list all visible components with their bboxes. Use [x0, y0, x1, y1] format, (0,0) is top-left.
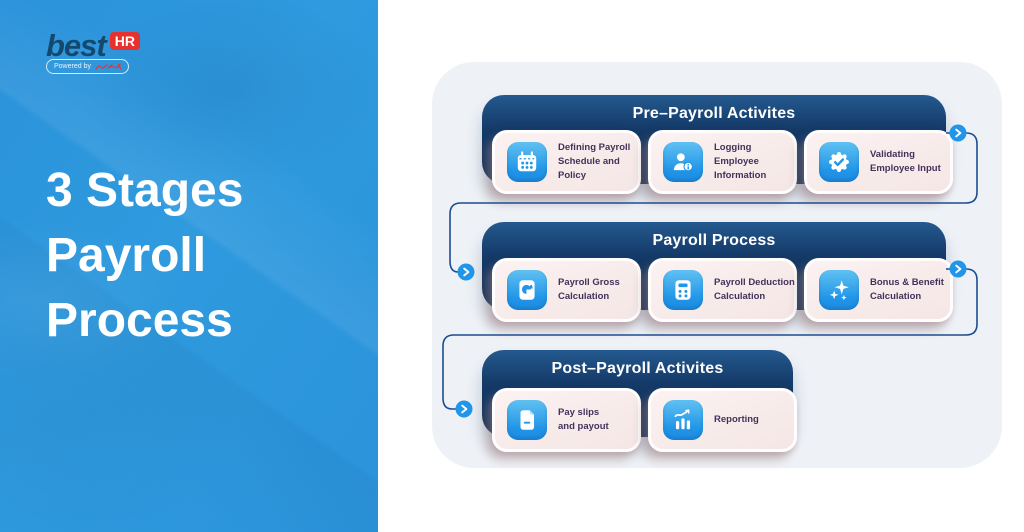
stage-title: Post–Payroll Activites — [551, 360, 724, 377]
logo-best-text: best — [46, 28, 107, 63]
pie-document-icon — [507, 270, 547, 310]
stage-title: Payroll Process — [652, 232, 776, 249]
sparkles-icon — [819, 270, 859, 310]
report-chart-icon — [663, 400, 703, 440]
calendar-icon — [507, 142, 547, 182]
powered-by-pill: Powered by — [46, 59, 129, 74]
user-info-icon — [663, 142, 703, 182]
besthr-logo: best HR — [46, 30, 140, 61]
stage-title: Pre–Payroll Activites — [632, 105, 796, 122]
powered-by-brand-mark-icon — [95, 62, 121, 70]
calculator-icon — [663, 270, 703, 310]
payslip-document-icon — [507, 400, 547, 440]
powered-by-label: Powered by — [54, 63, 91, 70]
verified-badge-icon — [819, 142, 859, 182]
card-reporting: Reporting — [648, 388, 797, 452]
card-label: Reporting — [714, 414, 759, 426]
logo-hr-badge: HR — [109, 32, 140, 50]
